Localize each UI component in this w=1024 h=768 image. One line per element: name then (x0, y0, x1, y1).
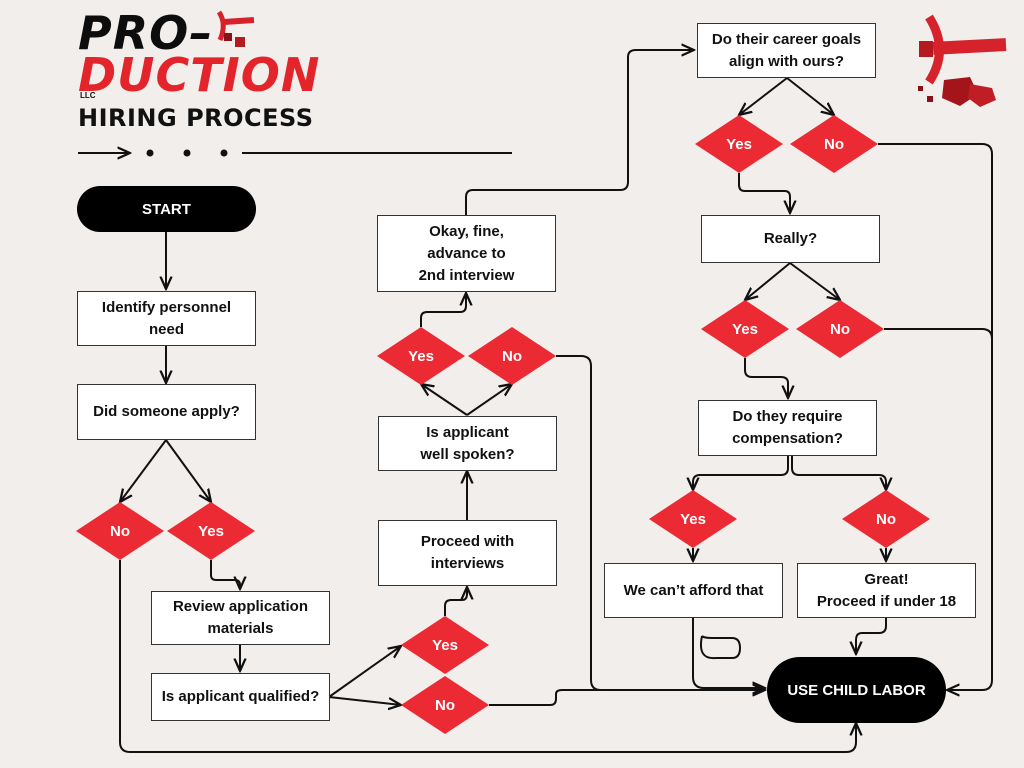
brand-suffix: LLC (80, 91, 96, 100)
pickaxe-icon-small (216, 10, 255, 47)
really-yes-diamond: Yes (701, 300, 789, 358)
comp-no-diamond: No (842, 490, 930, 548)
really-box: Really? (701, 215, 880, 263)
pickaxe-icon (919, 14, 1007, 85)
dot-1 (146, 149, 154, 157)
really-no-diamond: No (796, 300, 884, 358)
compensation-box: Do they require compensation? (698, 400, 877, 456)
review-materials-box: Review application materials (151, 591, 330, 645)
comp-yes-label: Yes (680, 510, 706, 528)
career-goals-box: Do their career goals align with ours? (697, 23, 876, 78)
goals-yes-diamond: Yes (695, 115, 783, 173)
spoken-no-diamond: No (468, 327, 556, 385)
comp-no-label: No (876, 510, 896, 528)
end-terminal: USE CHILD LABOR (767, 657, 946, 723)
qualified-no-diamond: No (401, 676, 489, 734)
qualified-yes-diamond: Yes (401, 616, 489, 674)
page-title: HIRING PROCESS (78, 104, 314, 132)
apply-yes-label: Yes (198, 522, 224, 540)
qualified-yes-label: Yes (432, 636, 458, 654)
spoken-yes-label: Yes (408, 347, 434, 365)
identify-need-box: Identify personnel need (77, 291, 256, 346)
qualified-box: Is applicant qualified? (151, 673, 330, 721)
proceed-interviews-box: Proceed with interviews (378, 520, 557, 586)
spoken-no-label: No (502, 347, 522, 365)
ore-rocks-icon (918, 77, 996, 107)
great-box: Great! Proceed if under 18 (797, 563, 976, 618)
spoken-yes-diamond: Yes (377, 327, 465, 385)
goals-yes-label: Yes (726, 135, 752, 153)
second-interview-box: Okay, fine, advance to 2nd interview (377, 215, 556, 292)
apply-yes-diamond: Yes (167, 502, 255, 560)
cant-afford-box: We can’t afford that (604, 563, 783, 618)
dot-2 (183, 149, 191, 157)
start-terminal: START (77, 186, 256, 232)
comp-yes-diamond: Yes (649, 490, 737, 548)
qualified-no-label: No (435, 696, 455, 714)
goals-no-label: No (824, 135, 844, 153)
brand-logo-line-2: DUCTION (78, 48, 321, 102)
well-spoken-box: Is applicant well spoken? (378, 416, 557, 471)
really-no-label: No (830, 320, 850, 338)
apply-no-diamond: No (76, 502, 164, 560)
brand-logo-line-1: PRO– (78, 6, 214, 60)
did-someone-apply-box: Did someone apply? (77, 384, 256, 440)
apply-no-label: No (110, 522, 130, 540)
dot-3 (220, 149, 228, 157)
goals-no-diamond: No (790, 115, 878, 173)
really-yes-label: Yes (732, 320, 758, 338)
